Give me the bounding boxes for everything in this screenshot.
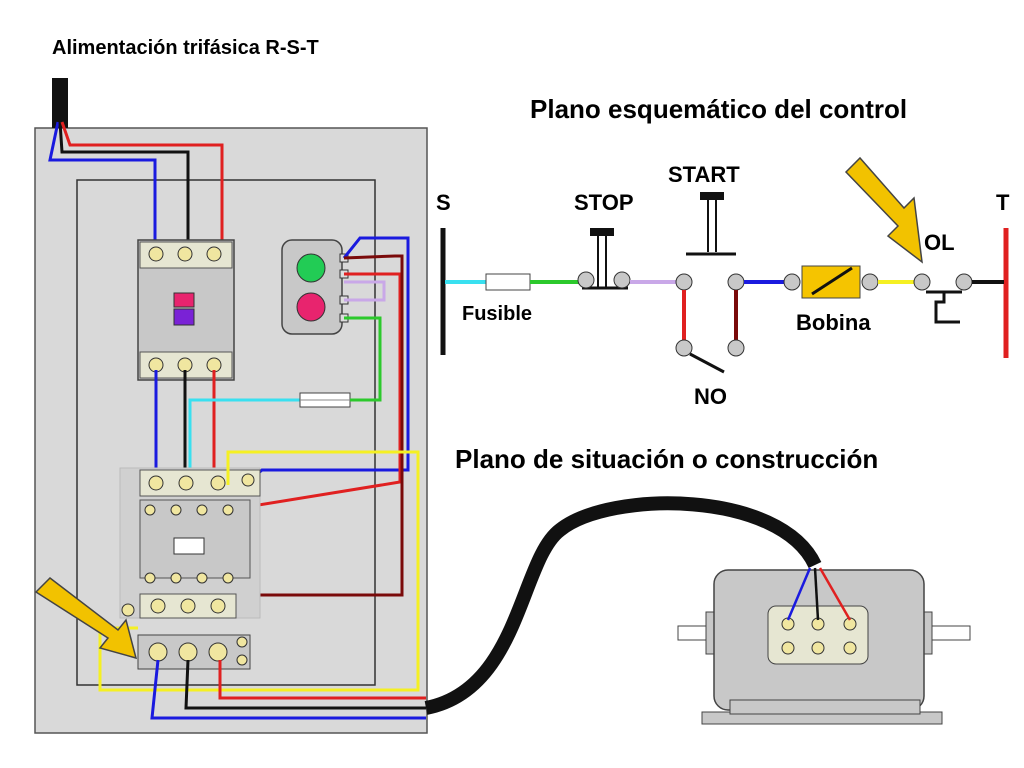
overload-relay bbox=[137, 634, 251, 670]
stop-button bbox=[296, 292, 326, 322]
stop-contact-left bbox=[577, 271, 595, 289]
supply-wires bbox=[48, 121, 224, 245]
power-supply-title: Alimentación trifásica R-S-T bbox=[52, 37, 319, 59]
stop-contact-right bbox=[613, 271, 631, 289]
no-contact-label: NO bbox=[694, 384, 727, 409]
supply-cable bbox=[52, 78, 68, 128]
line-t-label: T bbox=[996, 190, 1010, 215]
panel-fuse bbox=[299, 392, 351, 408]
overload-label: OL bbox=[924, 230, 955, 255]
arrow-pointer-icon bbox=[34, 577, 138, 660]
start-button bbox=[296, 253, 326, 283]
line-s-label: S bbox=[436, 190, 451, 215]
breaker-to-contactor-wires bbox=[154, 370, 300, 480]
schematic-fuse bbox=[485, 273, 531, 291]
control-schematic: S T Fusible STOP START NO bbox=[436, 156, 1010, 409]
stop-label: STOP bbox=[574, 190, 634, 215]
coil-label: Bobina bbox=[796, 310, 871, 335]
pushbutton-station bbox=[281, 239, 349, 335]
construction-plan-title: Plano de situación o construcción bbox=[455, 444, 878, 474]
arrow-pointer-icon bbox=[844, 156, 923, 264]
motor-cable bbox=[424, 496, 822, 715]
control-schematic-title: Plano esquemático del control bbox=[530, 94, 907, 124]
start-label: START bbox=[668, 162, 740, 187]
circuit-breaker bbox=[137, 239, 235, 381]
contactor bbox=[119, 467, 261, 619]
motor-icon bbox=[677, 567, 971, 725]
fuse-label: Fusible bbox=[462, 303, 532, 325]
